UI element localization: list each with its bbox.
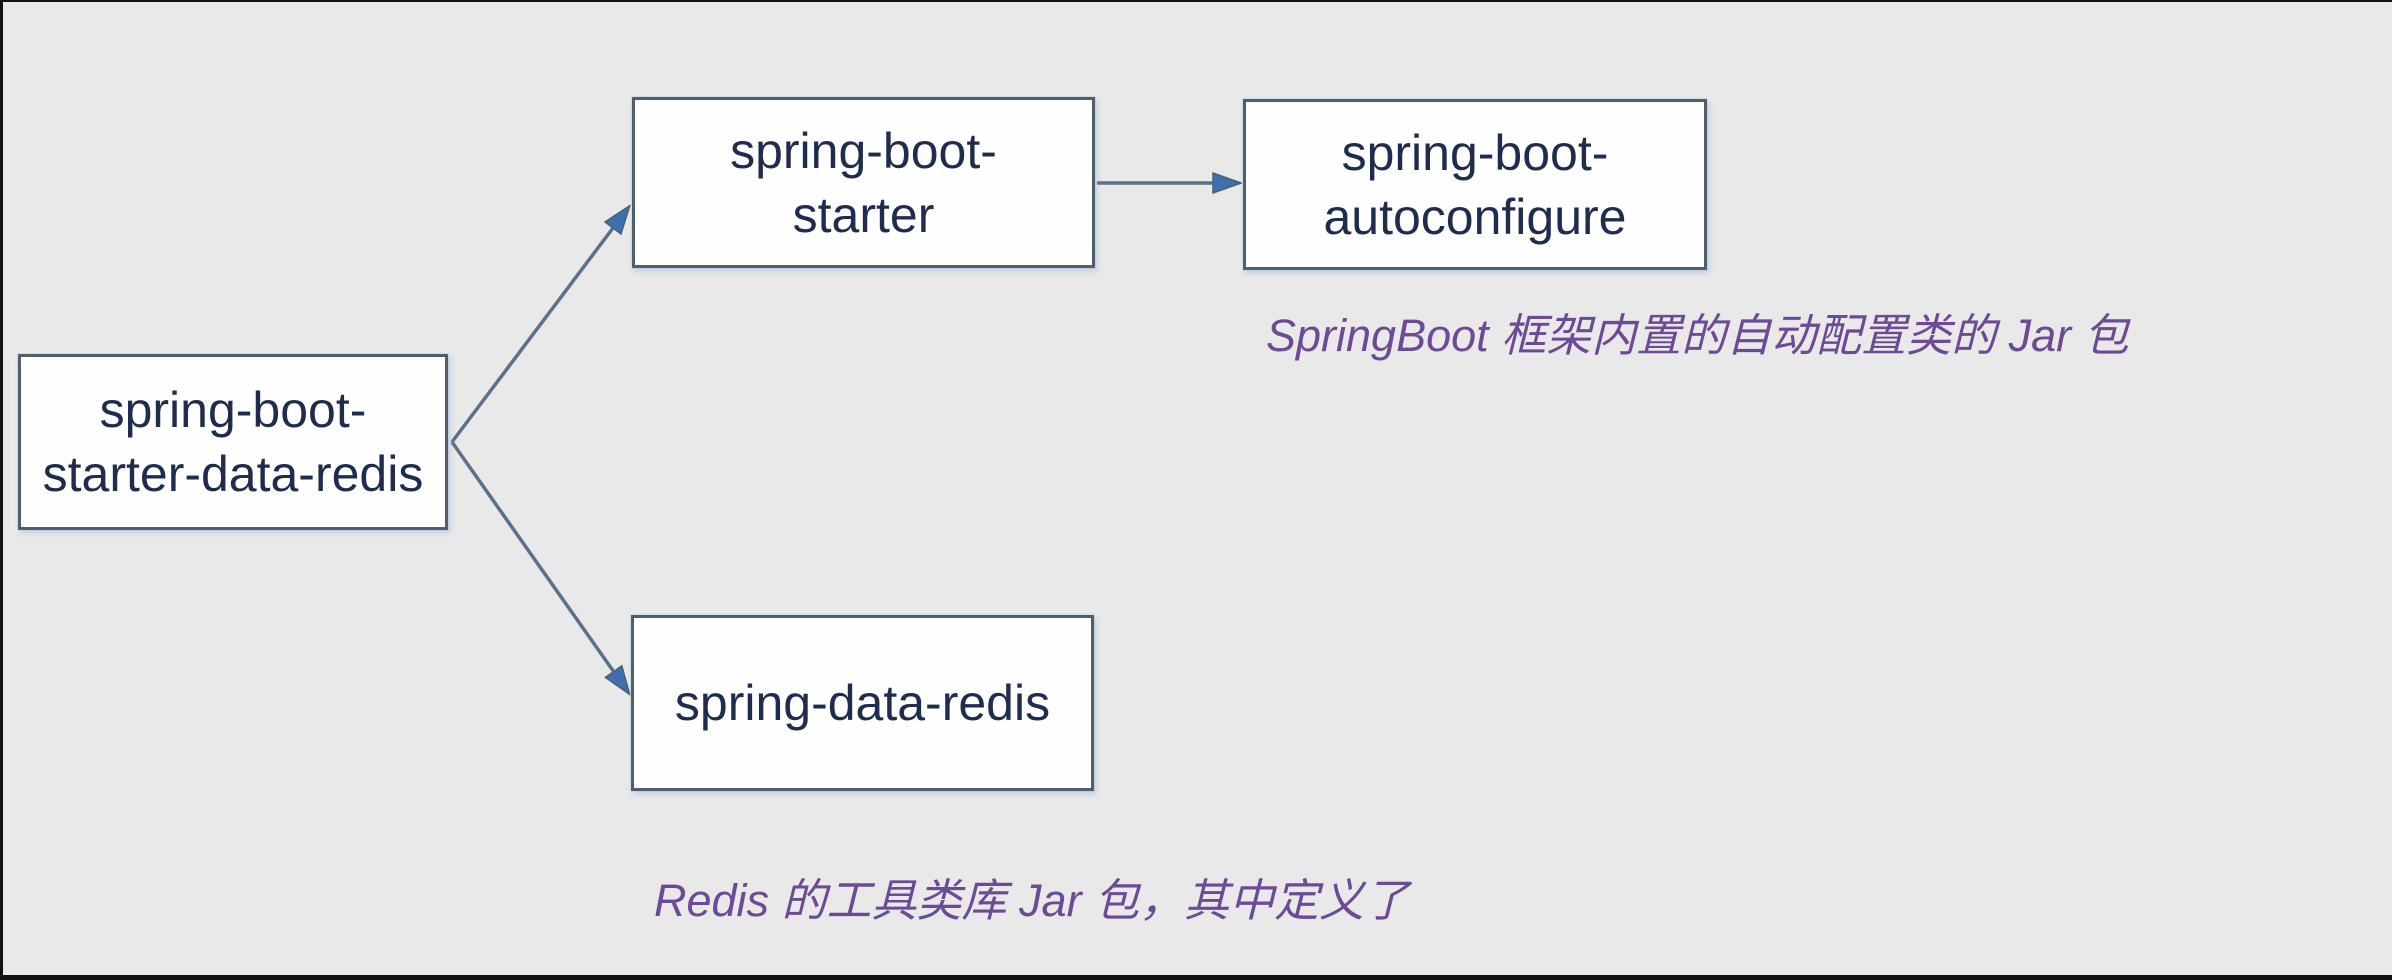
- screen-edge-bottom: [0, 975, 2392, 980]
- node-label-line: spring-boot-: [99, 382, 367, 438]
- node-label-line: starter: [792, 186, 935, 243]
- annotation-autoconfigure-note: SpringBoot 框架内置的自动配置类的 Jar 包: [1266, 310, 2129, 361]
- node-spring-boot-starter-data-redis: spring-boot- starter-data-redis: [18, 354, 448, 530]
- node-label-line: spring-boot-: [1341, 124, 1609, 181]
- annotation-line: Redis 的工具类库 Jar 包，其中定义了: [654, 875, 1410, 926]
- arrow-to-spring-data-redis: [450, 440, 628, 692]
- node-label-line: spring-data-redis: [674, 675, 1051, 731]
- screen-edge-left: [0, 0, 3, 980]
- arrow-to-spring-boot-starter: [450, 208, 628, 444]
- node-spring-boot-autoconfigure: spring-boot- autoconfigure: [1243, 99, 1707, 270]
- node-label-line: starter-data-redis: [42, 446, 424, 502]
- node-spring-boot-starter: spring-boot- starter: [632, 97, 1095, 268]
- node-label-line: autoconfigure: [1323, 188, 1627, 245]
- annotation-data-redis-note: Redis 的工具类库 Jar 包，其中定义了 RedisTemplate 、 …: [654, 812, 1676, 980]
- node-spring-data-redis: spring-data-redis: [631, 615, 1094, 791]
- node-label-line: spring-boot-: [730, 122, 997, 179]
- screen-edge-top: [0, 0, 2392, 2]
